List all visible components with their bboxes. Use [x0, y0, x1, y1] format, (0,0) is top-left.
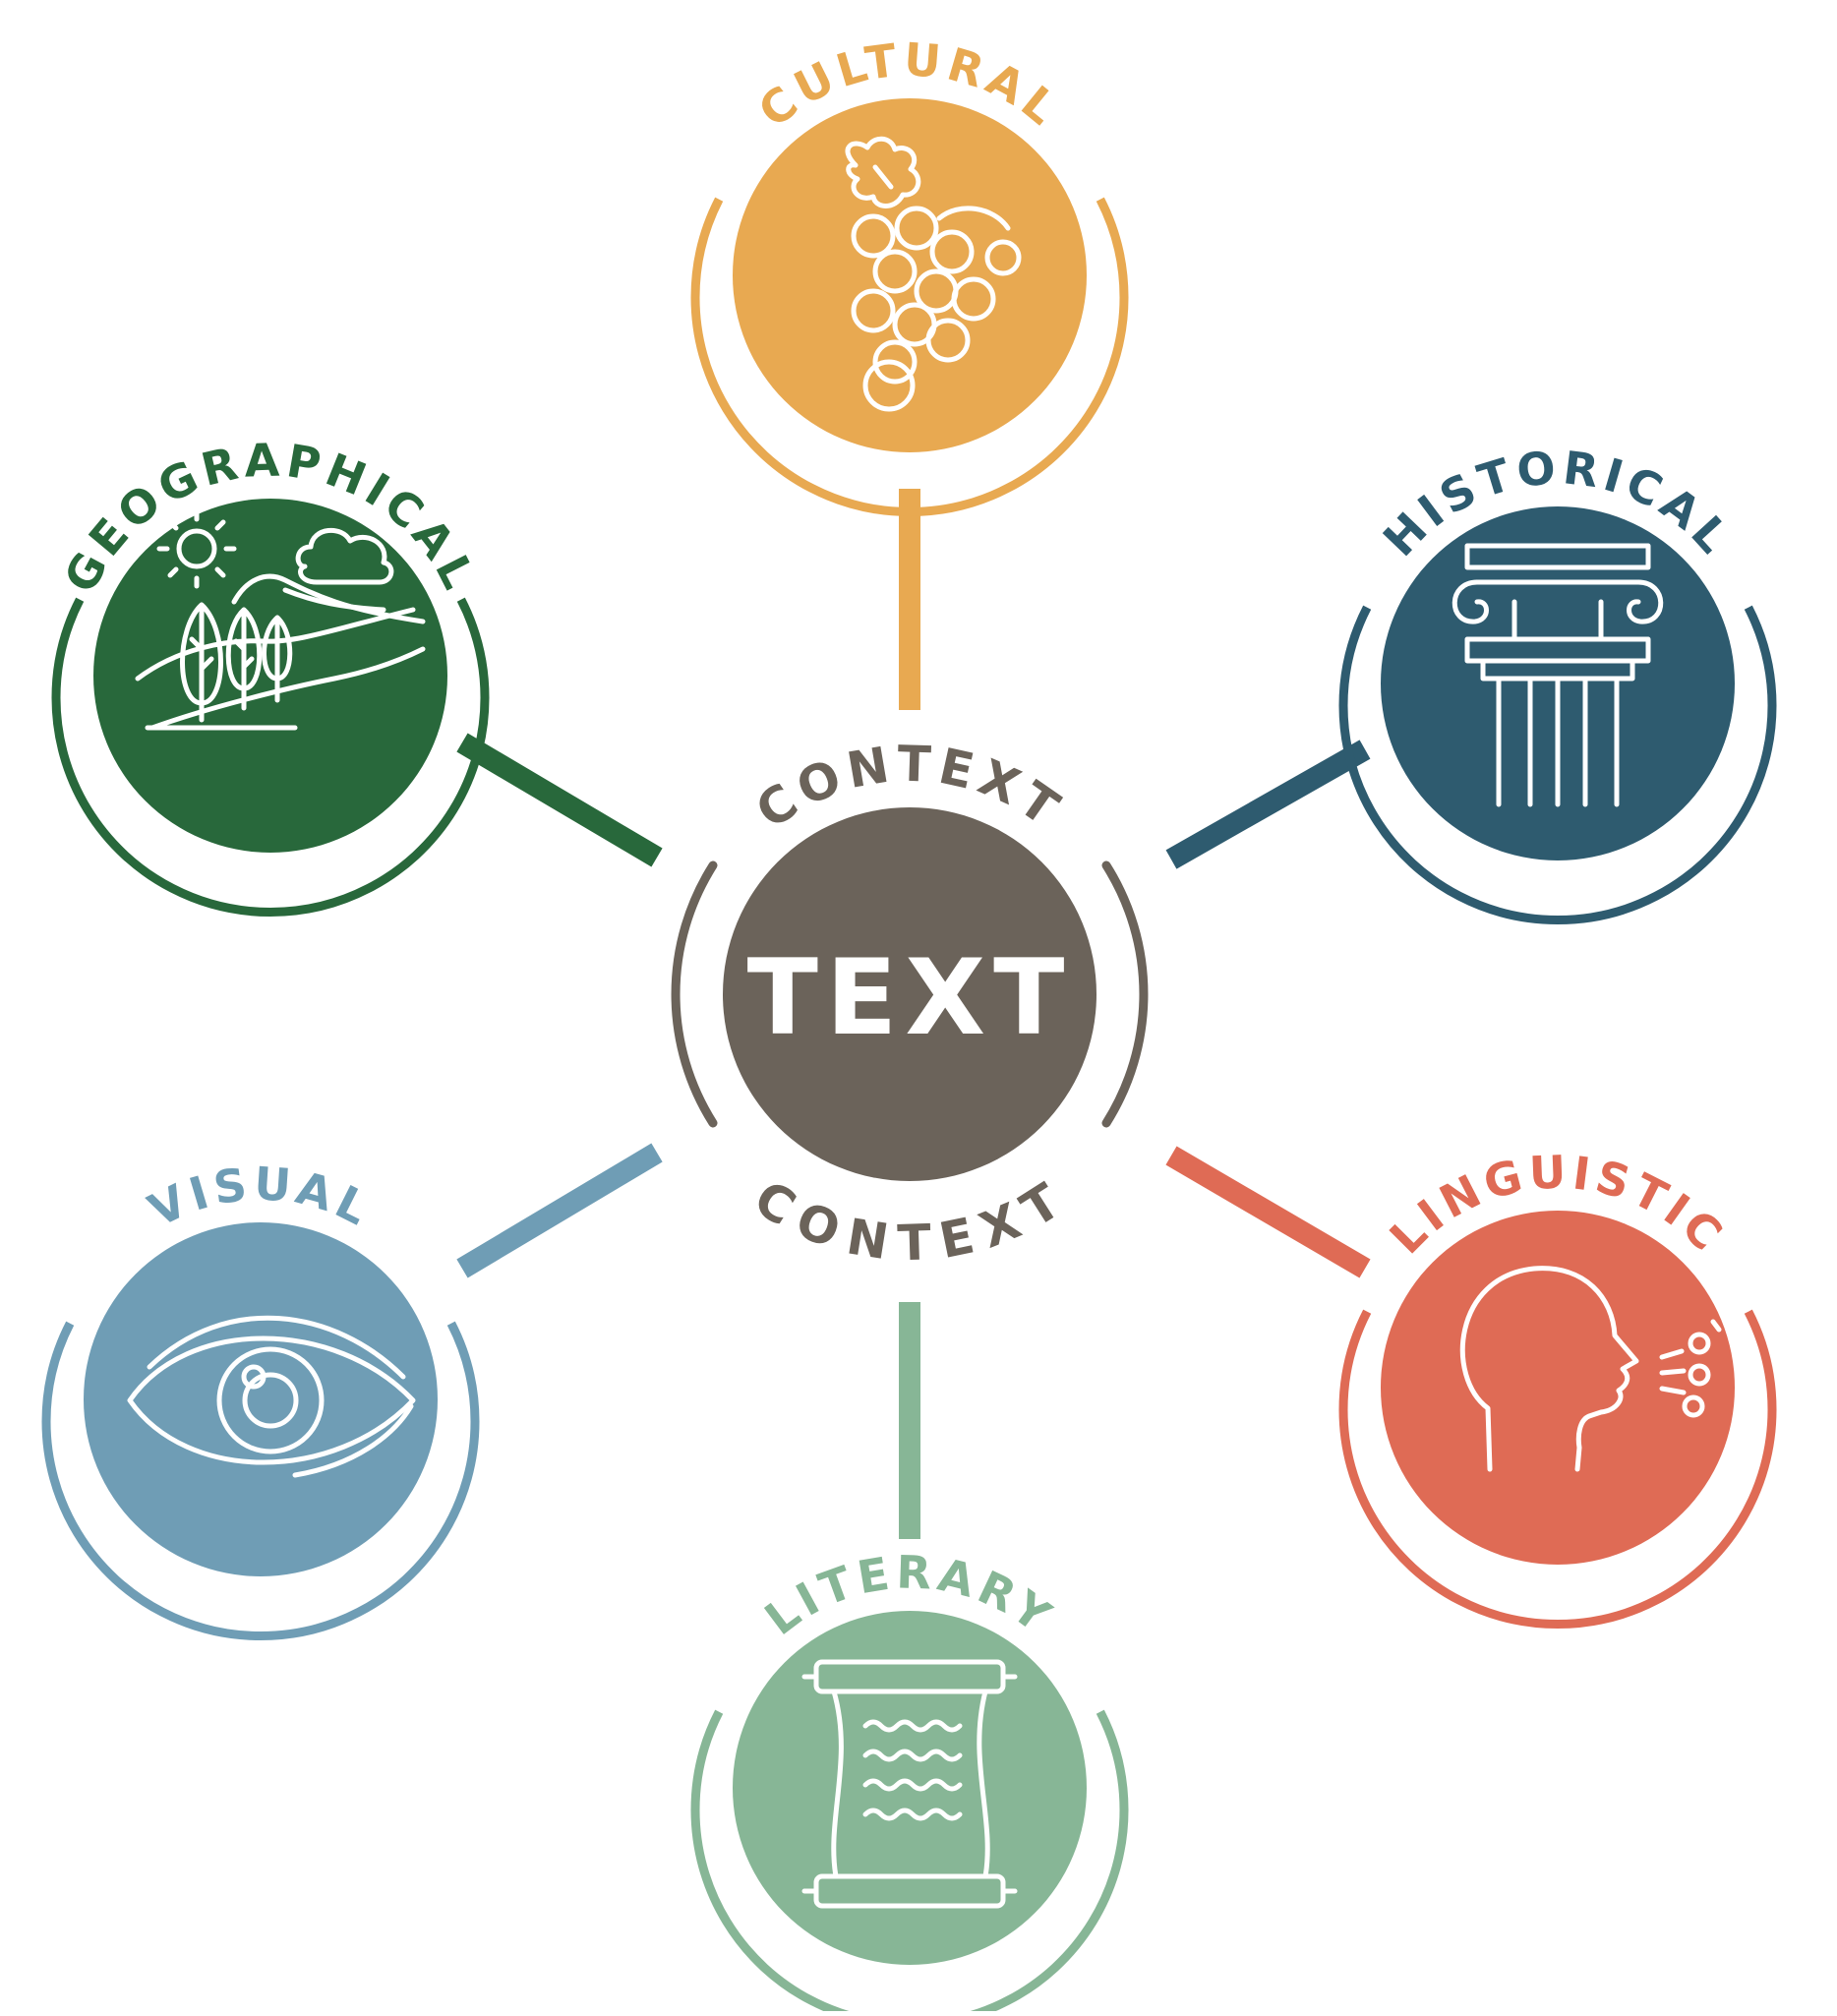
- linguistic-circle: [1381, 1211, 1735, 1565]
- connector-lines: [456, 489, 1371, 1539]
- node-cultural: CULTURAL: [690, 32, 1129, 516]
- column-icon: [1452, 543, 1664, 807]
- geographical-ring: [51, 597, 490, 917]
- cultural-ring: [690, 197, 1129, 516]
- svg-text:CONTEXT: CONTEXT: [744, 1169, 1075, 1272]
- landscape-icon: [135, 508, 426, 731]
- node-geographical: GEOGRAPHICAL: [51, 433, 490, 917]
- scroll-icon: [801, 1659, 1018, 1909]
- speaking-head-icon: [1459, 1266, 1722, 1472]
- node-historical: HISTORICAL: [1338, 441, 1777, 924]
- node-linguistic: LINGUISTIC: [1338, 1145, 1777, 1629]
- linguistic-ring: [1338, 1309, 1777, 1629]
- literary-ring: [690, 1709, 1129, 2016]
- eye-icon: [127, 1315, 416, 1478]
- center-node: TEXT CONTEXT CONTEXT: [671, 735, 1149, 1272]
- node-visual: VISUAL: [41, 1156, 480, 1640]
- cultural-circle: [733, 98, 1087, 452]
- center-circle: [723, 807, 1096, 1181]
- grapes-icon: [845, 136, 1022, 412]
- connector-visual: [456, 1143, 663, 1278]
- visual-circle: [84, 1222, 438, 1576]
- context-label-bottom: CONTEXT: [744, 1169, 1069, 1272]
- center-ring-left: [671, 860, 718, 1128]
- node-literary: LITERARY: [690, 1545, 1129, 2016]
- center-ring-right: [1101, 860, 1149, 1128]
- historical-ring: [1338, 605, 1777, 924]
- connector-geographical: [456, 733, 663, 867]
- center-label: TEXT: [747, 937, 1073, 1058]
- visual-ring: [41, 1321, 480, 1640]
- connector-historical: [1165, 740, 1371, 869]
- connector-linguistic: [1165, 1146, 1371, 1278]
